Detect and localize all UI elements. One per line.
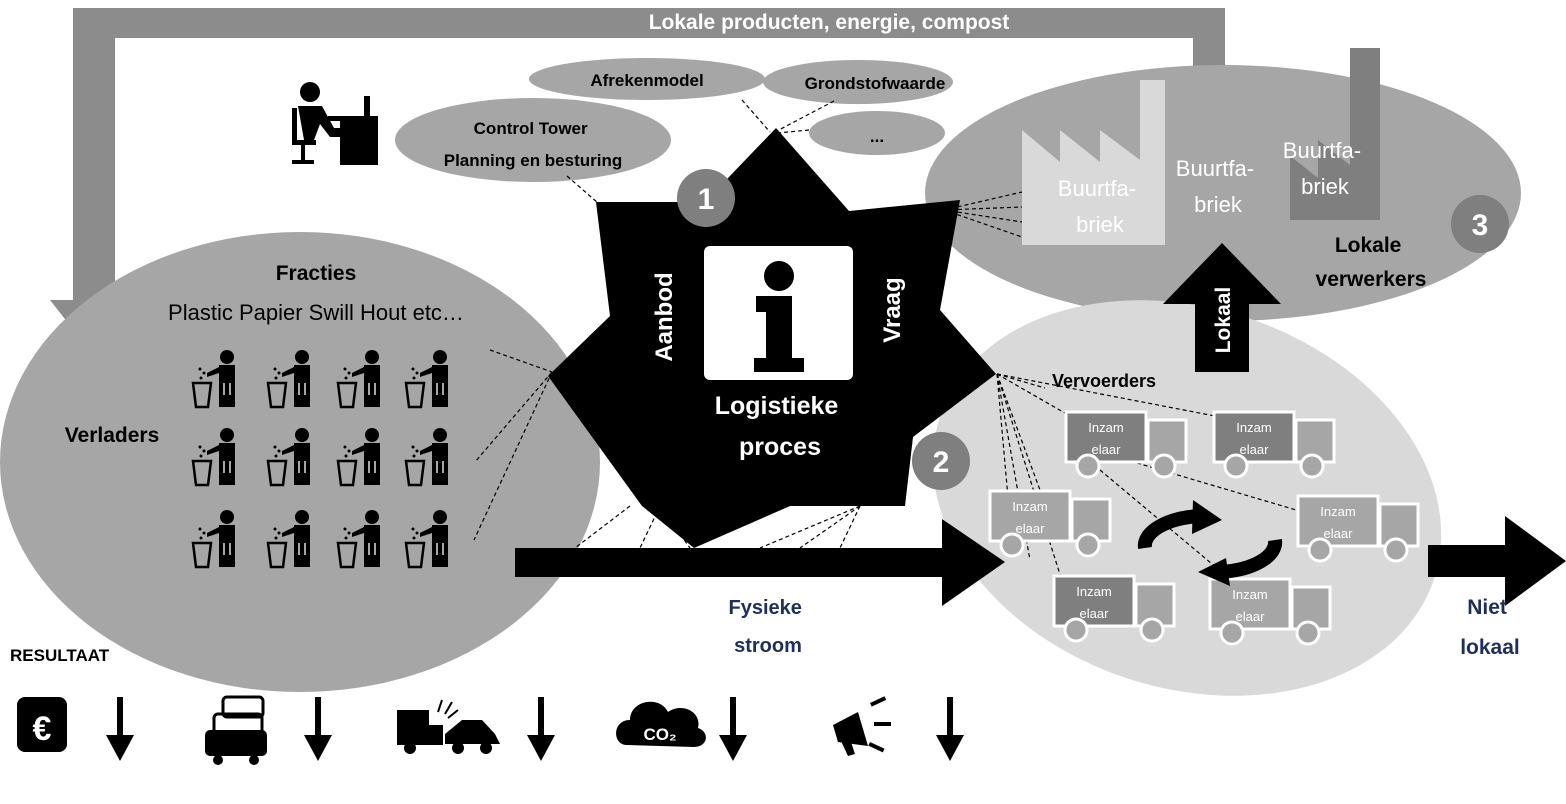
- marker-1: [677, 169, 735, 227]
- operator-desk-icon: [292, 82, 378, 165]
- star-left-label: Aanbod: [651, 272, 678, 361]
- marker-1-label: 1: [698, 183, 715, 216]
- decrease-arrow-icon: [304, 697, 332, 761]
- decrease-arrow-icon: [106, 697, 134, 761]
- circular-arrow-head: [1198, 558, 1230, 586]
- tag-grondstofwaarde: [763, 60, 953, 104]
- marker-2-label: 2: [933, 446, 950, 479]
- star-right-label: Vraag: [879, 277, 906, 342]
- nonlocal-flow-arrow: [1428, 516, 1566, 606]
- noise-megaphone-icon: [833, 696, 891, 756]
- fractions-heading: Fracties: [276, 262, 357, 285]
- decrease-arrow-icon: [719, 697, 747, 761]
- fractions-list: Plastic Papier Swill Hout etc…: [168, 300, 464, 325]
- local-flow-arrow: [1163, 243, 1281, 372]
- star-title: Logistieke proces: [715, 392, 846, 461]
- euro-icon: €: [17, 697, 67, 752]
- marker-3: [1451, 195, 1509, 253]
- tag-grondstofwaarde-label: Grondstofwaarde: [805, 74, 946, 93]
- marker-3-label: 3: [1472, 209, 1489, 242]
- processors-label: Lokale verwerkers: [1316, 234, 1427, 291]
- svg-text:€: €: [33, 710, 52, 748]
- nonlocal-flow-label: Niet lokaal: [1460, 596, 1520, 659]
- svg-text:CO₂: CO₂: [643, 725, 676, 744]
- circular-arrow-head: [1192, 500, 1222, 534]
- control-tower-label: Control Tower Planning en besturing: [444, 119, 623, 170]
- factory-icon: [1145, 88, 1290, 238]
- tag-more: [809, 111, 945, 155]
- factory-label: Buurtfa- briek: [1283, 138, 1367, 199]
- tag-afrekenmodel-label: Afrekenmodel: [590, 71, 703, 90]
- local-flow-label: Lokaal: [1212, 287, 1235, 354]
- tag-afrekenmodel: [529, 58, 765, 100]
- info-icon: [754, 261, 804, 372]
- factory-group: [1022, 48, 1380, 245]
- feedback-loop-label: Lokale producten, energie, compost: [649, 11, 1010, 34]
- carriers-label: Vervoerders: [1052, 371, 1156, 391]
- factory-label: Buurtfa- briek: [1058, 176, 1142, 237]
- decrease-arrow-icon: [936, 697, 964, 761]
- shippers-label: Verladers: [65, 424, 160, 447]
- control-tower-bubble: [395, 98, 671, 182]
- factory-icon: [1270, 48, 1380, 220]
- physical-flow-arrow: [515, 519, 1005, 606]
- decrease-arrow-icon: [527, 697, 555, 761]
- co2-cloud-icon: CO₂: [616, 701, 706, 747]
- tag-more-label: ...: [870, 127, 884, 146]
- marker-2: [912, 432, 970, 490]
- physical-flow-label: Fysieke stroom: [729, 597, 808, 657]
- factory-label: Buurtfa- briek: [1176, 156, 1260, 217]
- collision-icon: [397, 699, 500, 754]
- carriers-area: [932, 300, 1442, 696]
- circular-arrows-icon: [1137, 509, 1283, 579]
- traffic-jam-icon: [205, 695, 267, 765]
- result-label: RESULTAAT: [10, 646, 110, 665]
- factory-icon: [1022, 80, 1165, 245]
